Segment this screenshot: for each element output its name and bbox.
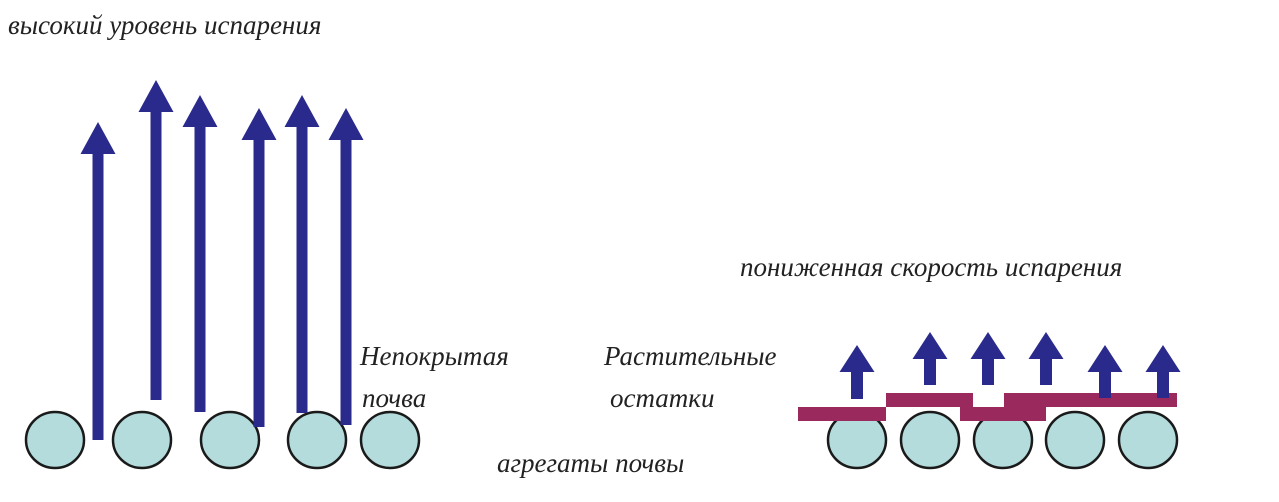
evaporation-arrow-icon <box>182 95 218 412</box>
plant-residue-layer <box>1004 393 1177 407</box>
plant-residue-layer <box>886 393 973 407</box>
soil-aggregate <box>1117 410 1179 470</box>
bare-soil-label-line1: Непокрытая <box>360 341 509 371</box>
reduced-evaporation-arrow-icon <box>839 345 875 399</box>
bare-soil-label-line2: почва <box>362 383 427 413</box>
reduced-evaporation-arrow-icon <box>912 332 948 385</box>
residue-label-line1: Растительные <box>604 341 777 371</box>
plant-residue-layer <box>1004 405 1046 420</box>
plant-residue-layer <box>798 407 886 421</box>
reduced-evaporation-arrow-icon <box>1028 332 1064 385</box>
high-evaporation-label: высокий уровень испарения <box>8 10 322 40</box>
soil-aggregate <box>1044 410 1106 470</box>
soil-aggregate <box>359 410 421 470</box>
evaporation-arrow-icon <box>241 108 277 427</box>
soil-aggregate <box>286 410 348 470</box>
evaporation-arrow-icon <box>328 108 364 425</box>
soil-aggregates-label: агрегаты почвы <box>497 448 685 478</box>
reduced-evaporation-arrow-icon <box>970 332 1006 385</box>
reduced-evaporation-arrow-icon <box>1087 345 1123 398</box>
residue-label-line2: остатки <box>610 383 715 413</box>
evaporation-arrow-icon <box>138 80 174 400</box>
evaporation-arrow-icon <box>284 95 320 413</box>
evaporation-arrow-icon <box>80 122 116 440</box>
soil-aggregate <box>899 410 961 470</box>
reduced-evaporation-label: пониженная скорость испарения <box>740 252 1123 282</box>
soil-aggregate <box>111 410 173 470</box>
soil-aggregate <box>24 410 86 470</box>
reduced-evaporation-arrow-icon <box>1145 345 1181 398</box>
soil-aggregate <box>199 410 261 470</box>
